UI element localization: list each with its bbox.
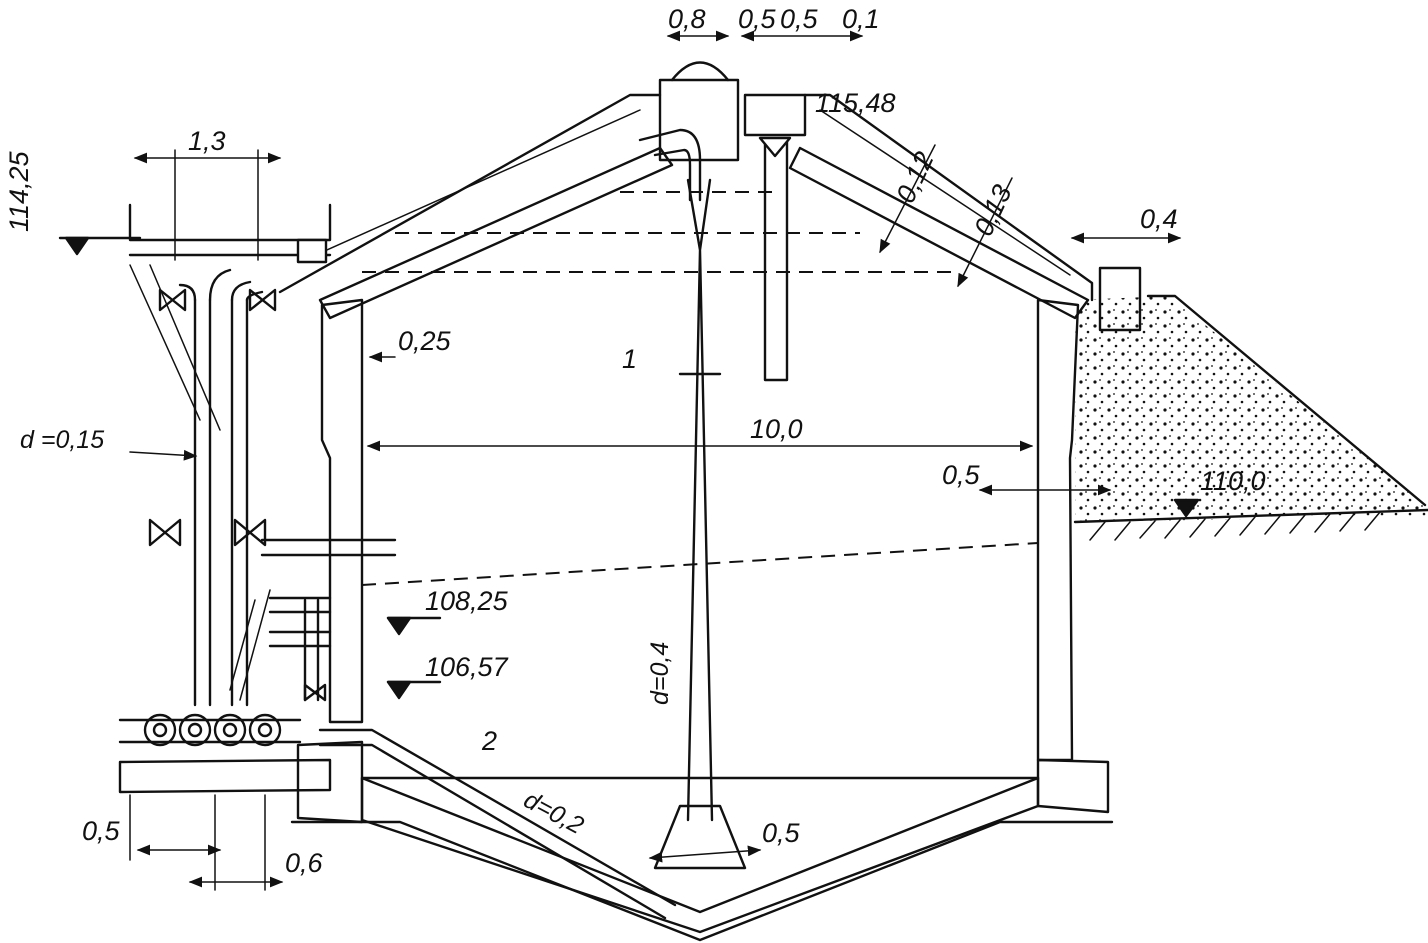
ground-hatch-right <box>1089 511 1381 541</box>
dim-0-5-left: 0,5 <box>82 816 121 846</box>
roof-slab-right <box>788 146 1090 320</box>
dim-0-5-wall: 0,5 <box>942 460 981 490</box>
dim-top-0-8: 0,8 <box>668 4 706 34</box>
dimension-lines <box>129 30 1182 891</box>
sludge-pipe-2 <box>318 728 677 920</box>
roof-outer-left <box>278 93 662 294</box>
right-footing <box>1036 758 1110 814</box>
dim-top-0-5a: 0,5 <box>738 4 777 34</box>
bottom-outer-line <box>290 820 1114 942</box>
roof-slab-left <box>318 146 674 320</box>
conical-bottom <box>360 776 1040 934</box>
pipe-diameter-0-15: d =0,15 <box>20 426 104 454</box>
left-wall <box>320 298 364 724</box>
left-soil-hatch <box>129 264 271 701</box>
dim-0-4: 0,4 <box>1140 204 1178 234</box>
valves-left <box>148 288 327 702</box>
dim-10-0: 10,0 <box>750 414 803 444</box>
access-hatch <box>743 93 807 137</box>
sludge-level <box>361 542 1039 586</box>
elevation-115-48: 115,48 <box>815 88 896 118</box>
elevation-markers <box>58 136 1200 700</box>
central-pipe-1 <box>686 178 714 822</box>
central-pipe-top-bend <box>638 128 702 202</box>
dim-0-5-bottom: 0,5 <box>762 818 801 848</box>
elevation-114-25: 114,25 <box>4 150 34 232</box>
guide-pipe <box>763 138 789 382</box>
dim-0-12: 0,12 <box>890 147 939 207</box>
elevation-110-0: 110,0 <box>1200 466 1266 496</box>
dim-top-0-1: 0,1 <box>842 4 880 34</box>
ground-line-right <box>1073 508 1428 524</box>
callout-2: 2 <box>481 726 497 756</box>
pipe-diameter-0-4: d=0,4 <box>646 642 674 705</box>
left-ground-slab <box>118 758 332 794</box>
dim-top-0-5b: 0,5 <box>780 4 819 34</box>
dim-0-25: 0,25 <box>398 326 452 356</box>
embankment-slope-line <box>1146 294 1427 507</box>
funnel-bottom <box>653 804 747 870</box>
roof-outer-right <box>803 93 1094 302</box>
soil-embankment <box>1075 296 1428 522</box>
dim-0-13: 0,13 <box>968 180 1017 240</box>
left-pipe-gallery <box>128 203 397 707</box>
pipe-diameter-0-2: d=0,2 <box>519 786 588 840</box>
elevation-108-25: 108,25 <box>425 586 509 616</box>
right-wall <box>1036 298 1080 762</box>
gas-dome-cap <box>670 61 730 82</box>
manifold-pipes <box>118 713 302 747</box>
dim-0-6: 0,6 <box>285 848 324 878</box>
roof-inner-left <box>299 109 641 263</box>
roof-inner-right <box>819 109 1071 276</box>
callout-1: 1 <box>622 344 637 374</box>
dim-1-3: 1,3 <box>188 126 226 156</box>
overflow-box-right <box>1098 266 1142 332</box>
elevation-106-57: 106,57 <box>425 652 509 682</box>
